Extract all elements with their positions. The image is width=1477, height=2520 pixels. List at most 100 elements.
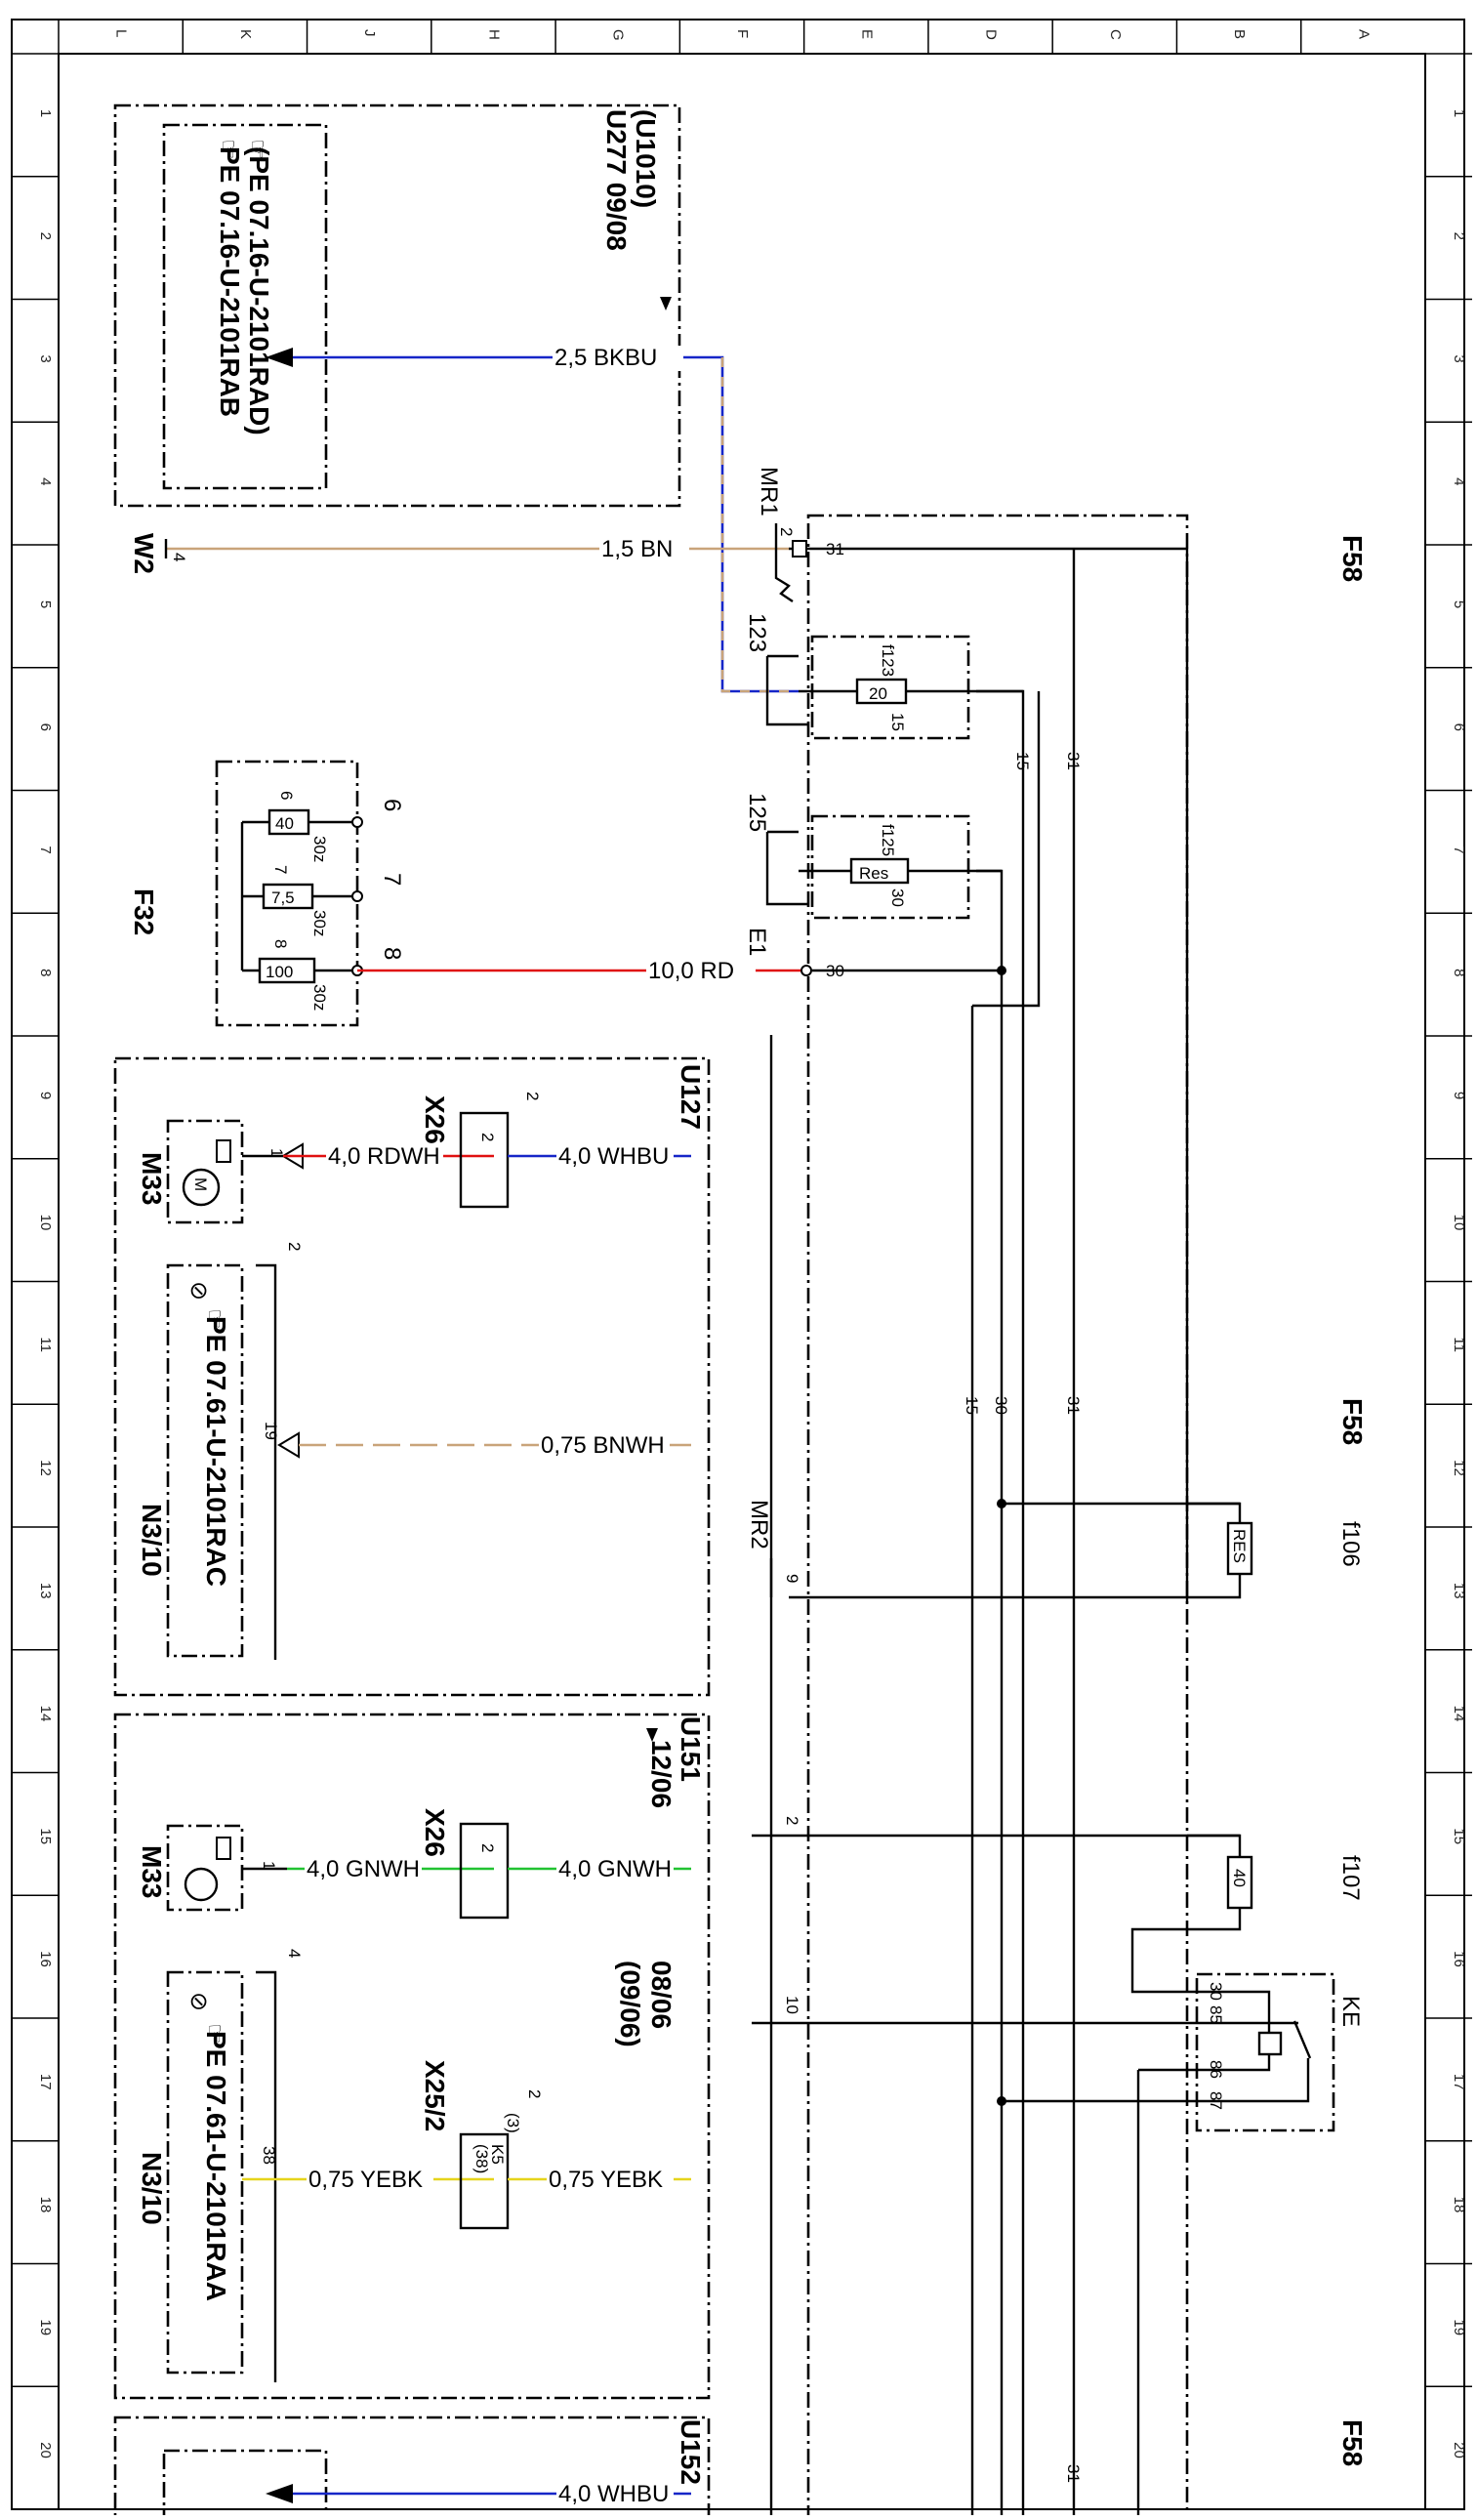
fuse-res [849,857,910,885]
n310-b-box [166,1970,244,2375]
junction-dot [997,1499,1006,1508]
u151-date: 12/06 [646,1740,677,1808]
fuse-f107 [1226,1855,1253,1910]
ruler-row-label: 16 [37,1951,54,1967]
f32-sub-8: 8 [271,939,290,948]
w2-label: W2 [129,533,159,574]
fuse-f107-label: 40 [1230,1869,1249,1887]
f106-label: f106 [1337,1521,1364,1567]
f32-sub-6: 6 [277,791,296,800]
pin-31b: 31 [1064,752,1083,770]
ruler-row-label: 20 [37,2442,54,2458]
n310-a-box [166,1263,244,1658]
f123-out [976,689,1025,2519]
ruler-row-label: 18 [37,2197,54,2213]
u277-enclosure [113,103,681,508]
e1-label: E1 [744,928,770,956]
ruler-column-label: H [485,29,502,40]
ruler-row-label: 20 [1451,2442,1467,2458]
motor-icon [182,1168,221,1207]
fuse-res-label: Res [859,864,888,883]
u151-bracket [256,1970,277,2382]
ruler-row-label: 1 [37,109,54,117]
ruler-row-label: 14 [1451,1706,1467,1722]
fuse-75 [262,883,314,910]
wire-15-cross [972,691,1041,1008]
ruler-row-label: 10 [1451,1215,1467,1231]
x26-b-label: X26 [420,1808,450,1857]
wire-bkbu [289,355,799,693]
fuse-40-label: 40 [275,814,294,833]
x26-a-pin: 2 [478,1133,497,1141]
u151-label: U151 [676,1716,706,1782]
ruler-column-label: K [237,29,254,39]
ruler-row-label: 3 [1451,354,1467,362]
m33-b-pin: 1 [260,1861,278,1870]
relay-wiring [1187,1990,1271,2033]
motor-switch-icon [216,1139,231,1163]
ruler-row-label: 13 [37,1583,54,1599]
pin-10: 10 [783,1996,801,2014]
u151-enclosure [113,1713,711,2400]
f58-enclosure [806,514,1189,2520]
ruler-row-label: 4 [37,477,54,485]
ke-pin-85: 85 [1207,2005,1225,2024]
ruler-column-label: L [113,29,130,37]
x252-label: X25/2 [420,2060,450,2131]
mr1-label: MR1 [756,467,782,516]
label-bg [307,2168,433,2193]
wire-rd-label: 10,0 RD [648,958,734,984]
ruler-column-label: D [983,29,1000,40]
u152-enclosure [113,2416,711,2520]
ruler-row-label: 6 [37,723,54,731]
arrow-icon [646,1728,658,1742]
wire-yebk-a-label: 0,75 YEBK [308,2167,423,2193]
ruler-row-label: 15 [1451,1828,1467,1844]
n310-a-pin: 19 [262,1422,280,1440]
ruler-row-label: 8 [1451,969,1467,976]
pin-15: 15 [888,713,907,731]
wire-gnwh-b-label: 4,0 GNWH [558,1856,672,1882]
wire-whbu-label: 4,0 WHBU [558,1143,669,1170]
ke-pin-86: 86 [1207,2060,1225,2079]
hand-icon: ☞ [201,2023,227,2045]
relay-switch-icon [1292,2020,1312,2059]
k5-pin: (38) [472,2144,491,2173]
ruler-row-label: 16 [1451,1951,1467,1967]
ruler-row-label: 11 [1451,1337,1467,1352]
m33-a-label: M33 [137,1152,167,1205]
res-f106-label: RES [1230,1529,1249,1563]
f107-label: f107 [1337,1855,1364,1901]
pin-31: 31 [826,540,844,558]
u151-date-c: (09/06) [615,1961,645,2047]
ref-123-bracket [765,656,808,726]
wire-yebk-b-label: 0,75 YEBK [549,2167,663,2193]
ke-pin-87: 87 [1207,2091,1225,2110]
x26-b-box [459,1822,510,1920]
label-bg [556,1144,674,1170]
label-bg [539,1433,670,1459]
f58-label-3: F58 [1337,2419,1368,2466]
wire-bn-label: 1,5 BN [601,536,673,562]
relay-wiring-4 [1187,2058,1310,2103]
u152-inner-box [162,2449,328,2520]
u127-bracket-2: 2 [285,1242,304,1251]
res-f106 [1226,1521,1253,1576]
n310-a-label: N3/10 [137,1504,167,1577]
junction-dot [997,2096,1006,2106]
pin-30: 30 [888,888,907,907]
label-bg [599,537,689,562]
ruler-row-label: 4 [1451,477,1467,485]
hand-icon: ☞ [201,1308,227,1330]
ruler-column-label: J [361,29,378,37]
m33-a-box [166,1119,244,1224]
fuse-100-label: 100 [266,963,293,981]
label-bg [556,1857,674,1882]
ruler-row-label: 5 [37,600,54,608]
fuse-40 [267,808,310,836]
label-bg [305,1857,422,1882]
ruler-row-label: 1 [1451,109,1467,117]
ruler-column-label: B [1231,29,1248,39]
